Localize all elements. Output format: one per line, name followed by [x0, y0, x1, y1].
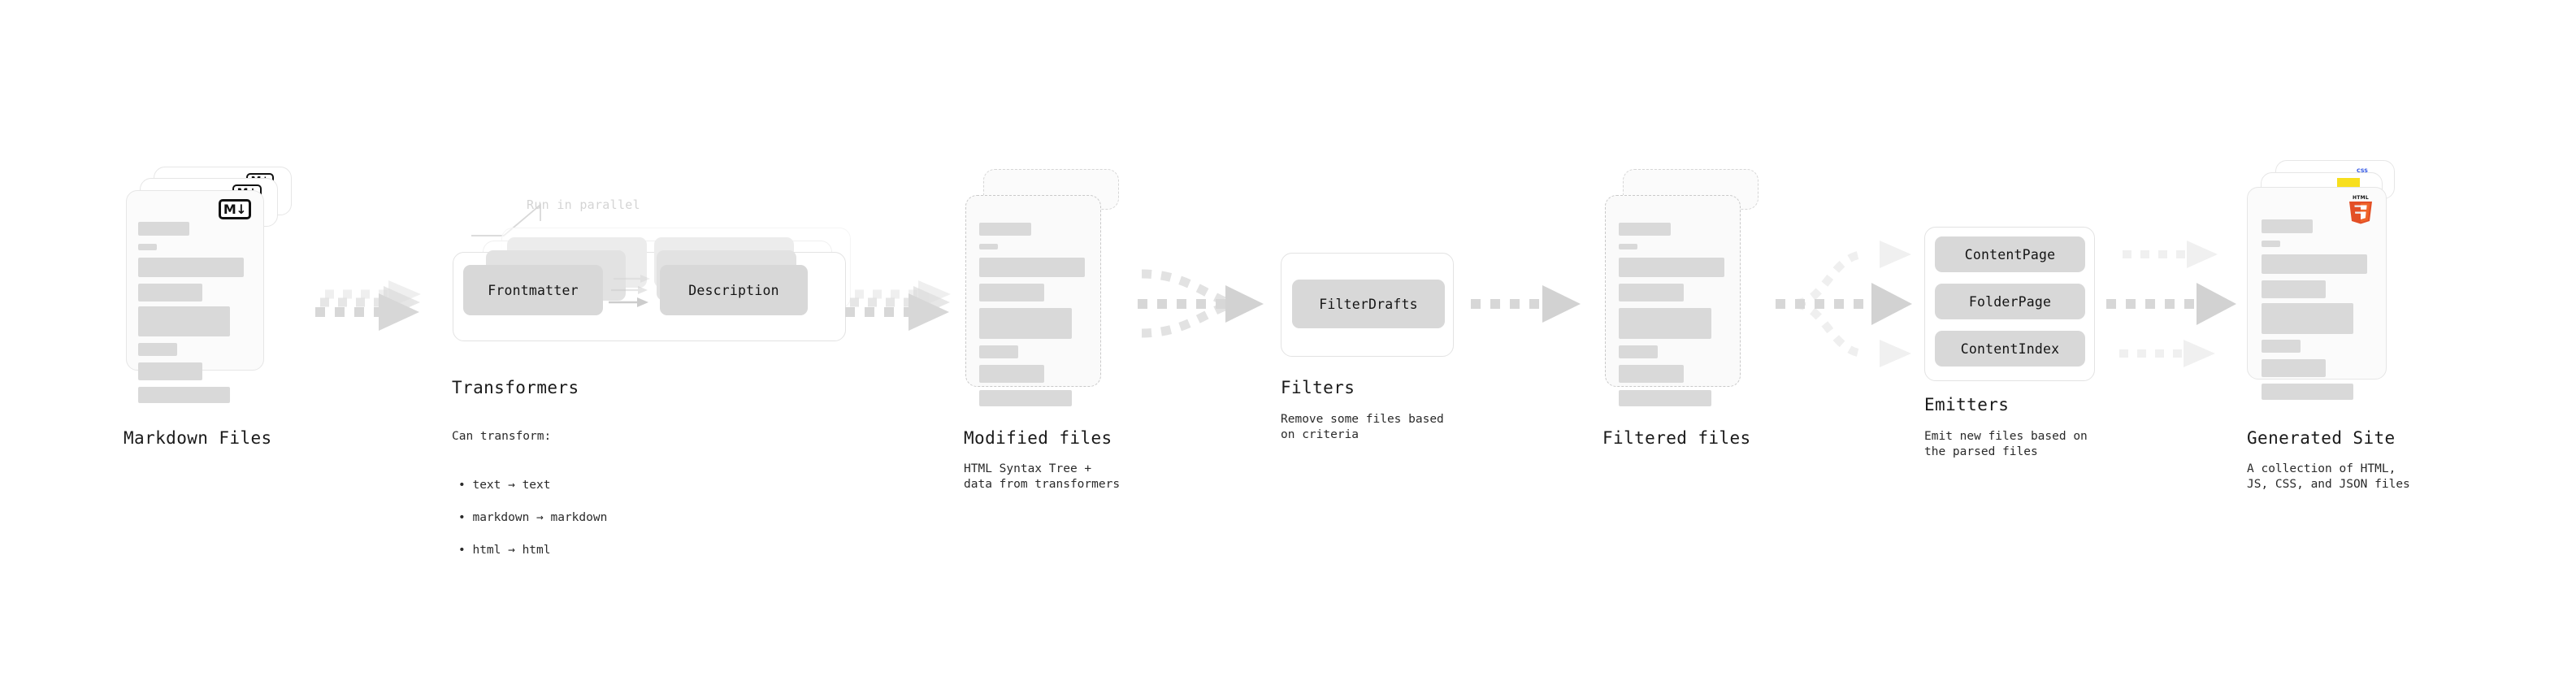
- doc-line: [979, 258, 1085, 277]
- doc-line: [1619, 390, 1711, 406]
- doc-line: [2262, 359, 2326, 377]
- doc-line: [979, 390, 1072, 406]
- doc-line: [2262, 384, 2353, 400]
- emitter-node-contentpage[interactable]: ContentPage: [1935, 236, 2085, 272]
- transformers-capability-item: text → text: [458, 477, 607, 493]
- svg-text:CSS: CSS: [2357, 167, 2368, 174]
- doc-line: [1619, 223, 1671, 236]
- transformer-node-description[interactable]: Description: [660, 265, 808, 315]
- markdown-files-title: Markdown Files: [124, 428, 272, 448]
- generated-site-title: Generated Site: [2247, 428, 2396, 448]
- transformers-capability-list: text → text markdown → markdown html → h…: [452, 461, 607, 575]
- modified-files-title: Modified files: [964, 428, 1112, 448]
- doc-line: [138, 362, 202, 380]
- transformers-title: Transformers: [452, 378, 579, 397]
- generated-site-subtitle: A collection of HTML, JS, CSS, and JSON …: [2247, 462, 2410, 491]
- doc-line: [1619, 308, 1711, 339]
- doc-line: [1619, 345, 1658, 358]
- js-icon: [2337, 178, 2360, 188]
- doc-line: [1619, 365, 1684, 383]
- run-in-parallel-label: Run in parallel: [527, 197, 640, 212]
- transformers-capability-item: html → html: [458, 542, 607, 558]
- doc-line: [979, 284, 1044, 301]
- doc-line: [2262, 340, 2301, 353]
- doc-line: [138, 306, 230, 336]
- transformers-capability-item: markdown → markdown: [458, 510, 607, 526]
- doc-line: [138, 343, 177, 356]
- filters-subtitle: Remove some files based on criteria: [1281, 413, 1444, 441]
- filter-node-filterdrafts[interactable]: FilterDrafts: [1292, 280, 1445, 328]
- doc-line: [138, 244, 157, 250]
- doc-line: [2262, 241, 2280, 247]
- doc-line: [2262, 254, 2367, 274]
- emitters-subtitle: Emit new files based on the parsed files: [1924, 430, 2088, 458]
- modified-files-subtitle: HTML Syntax Tree + data from transformer…: [964, 462, 1121, 491]
- emitters-title: Emitters: [1924, 395, 2010, 414]
- transformers-subtitle: Can transform: text → text markdown → ma…: [452, 412, 607, 591]
- doc-line: [1619, 284, 1684, 301]
- filtered-files-title: Filtered files: [1602, 428, 1751, 448]
- doc-line: [138, 387, 230, 403]
- transformers-subtitle-lead: Can transform:: [452, 430, 552, 443]
- doc-line: [138, 258, 244, 277]
- html5-icon: HTML: [2349, 195, 2372, 224]
- markdown-icon: M↓: [219, 199, 251, 219]
- doc-line: [2262, 303, 2353, 334]
- doc-line: [979, 244, 998, 249]
- svg-text:HTML: HTML: [2353, 195, 2369, 201]
- doc-line: [138, 222, 189, 236]
- transformer-node-frontmatter[interactable]: Frontmatter: [463, 265, 603, 315]
- emitter-node-contentindex[interactable]: ContentIndex: [1935, 331, 2085, 367]
- emitter-node-folderpage[interactable]: FolderPage: [1935, 284, 2085, 319]
- doc-line: [979, 365, 1044, 383]
- doc-line: [138, 284, 202, 301]
- doc-line: [2262, 280, 2326, 298]
- doc-line: [979, 223, 1031, 236]
- doc-line: [1619, 244, 1637, 249]
- doc-line: [2262, 219, 2313, 233]
- filters-title: Filters: [1281, 378, 1355, 397]
- doc-line: [1619, 258, 1724, 277]
- doc-line: [979, 345, 1018, 358]
- doc-line: [979, 308, 1072, 339]
